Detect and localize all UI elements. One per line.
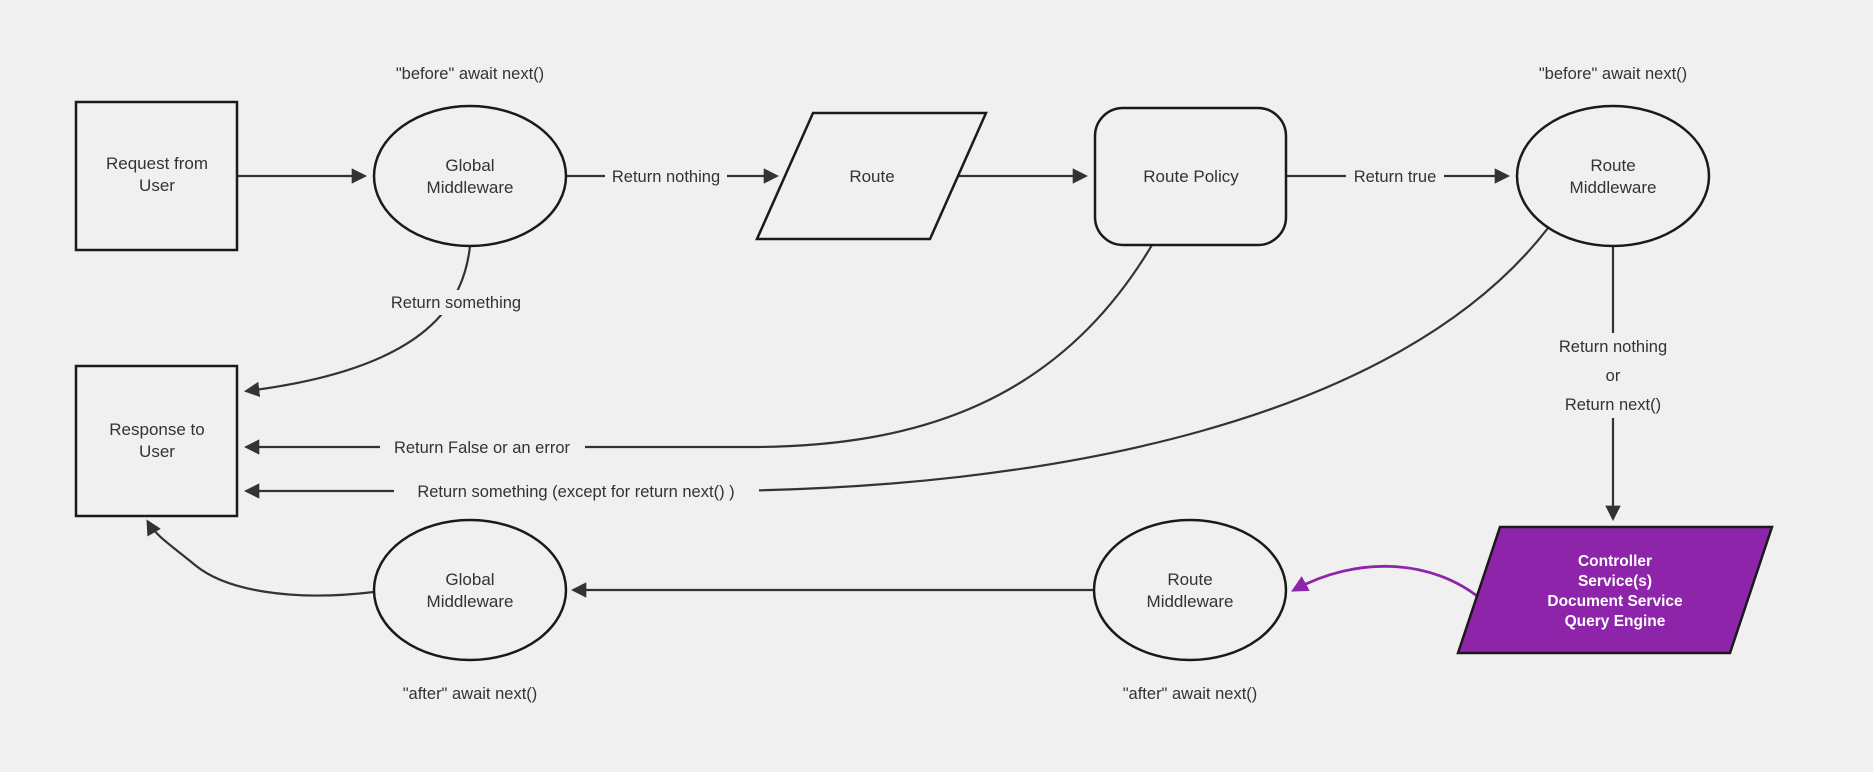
- label-return-nothing-or-line2: or: [1606, 367, 1621, 385]
- route-policy-box: [1093, 106, 1288, 247]
- global-middleware-top-label-line2: Middleware: [427, 178, 514, 197]
- edge-labels: "before" await next() "before" await nex…: [380, 65, 1687, 703]
- global-middleware-bottom-ellipse: [372, 518, 568, 662]
- edge-route-middleware-to-response: [243, 227, 1549, 499]
- request-box: [74, 100, 239, 252]
- route-middleware-bottom-label-line1: Route: [1167, 570, 1212, 589]
- label-return-nothing-or-line1: Return nothing: [1559, 338, 1667, 356]
- route-middleware-bottom-ellipse: [1092, 518, 1288, 662]
- node-route-middleware-bottom: Route Middleware: [1092, 518, 1288, 662]
- label-after-await-next-left: "after" await next(): [403, 685, 538, 703]
- label-return-true: Return true: [1354, 168, 1437, 186]
- label-return-false-or-error: Return False or an error: [394, 439, 571, 457]
- node-global-middleware-bottom: Global Middleware: [372, 518, 568, 662]
- node-global-middleware-top: Global Middleware: [372, 104, 568, 248]
- node-route-middleware-top: Route Middleware: [1515, 104, 1711, 248]
- node-route-policy: Route Policy: [1093, 106, 1288, 247]
- label-bg-return-nothing-or: [1548, 333, 1678, 418]
- edge-global-middleware-to-response: [243, 245, 472, 398]
- request-label-line1: Request from: [106, 154, 208, 173]
- node-request: Request from User: [74, 100, 239, 252]
- label-return-nothing: Return nothing: [612, 168, 720, 186]
- label-bg-return-true: [1346, 163, 1444, 189]
- controller-label-line1: Controller: [1578, 553, 1652, 570]
- route-label: Route: [849, 167, 894, 186]
- route-parallelogram: [755, 111, 988, 241]
- edge-global-middleware-bottom-to-response: [146, 519, 375, 597]
- edge-route-policy-to-response: [243, 244, 1153, 455]
- controller-label-line4: Query Engine: [1565, 613, 1666, 630]
- global-middleware-top-ellipse: [372, 104, 568, 248]
- response-label-line2: User: [139, 442, 175, 461]
- route-middleware-bottom-label-line2: Middleware: [1147, 592, 1234, 611]
- route-middleware-top-label-line1: Route: [1590, 156, 1635, 175]
- edges: [146, 168, 1621, 602]
- node-response: Response to User: [74, 364, 239, 518]
- label-bg-return-false: [380, 434, 585, 460]
- label-after-await-next-right: "after" await next(): [1123, 685, 1258, 703]
- global-middleware-bottom-label-line2: Middleware: [427, 592, 514, 611]
- route-policy-label: Route Policy: [1143, 167, 1239, 186]
- controller-label-line3: Document Service: [1547, 593, 1683, 610]
- label-bg-return-something-except: [394, 478, 759, 504]
- global-middleware-bottom-label-line1: Global: [445, 570, 494, 589]
- controller-parallelogram: [1456, 525, 1774, 655]
- route-middleware-top-ellipse: [1515, 104, 1711, 248]
- node-controller: Controller Service(s) Document Service Q…: [1456, 525, 1774, 655]
- label-bg-return-nothing: [605, 163, 727, 189]
- request-label-line2: User: [139, 176, 175, 195]
- label-before-await-next-right: "before" await next(): [1539, 65, 1687, 83]
- label-return-nothing-or-line3: Return next(): [1565, 396, 1661, 414]
- node-route: Route: [755, 111, 988, 241]
- route-middleware-top-label-line2: Middleware: [1570, 178, 1657, 197]
- label-bg-return-something: [388, 290, 525, 315]
- response-label-line1: Response to: [109, 420, 204, 439]
- label-return-something-except: Return something (except for return next…: [417, 483, 734, 501]
- controller-label-line2: Service(s): [1578, 573, 1652, 590]
- edge-controller-to-route-middleware-bottom: [1291, 564, 1483, 602]
- label-before-await-next-left: "before" await next(): [396, 65, 544, 83]
- response-box: [74, 364, 239, 518]
- label-return-something: Return something: [391, 294, 521, 312]
- global-middleware-top-label-line1: Global: [445, 156, 494, 175]
